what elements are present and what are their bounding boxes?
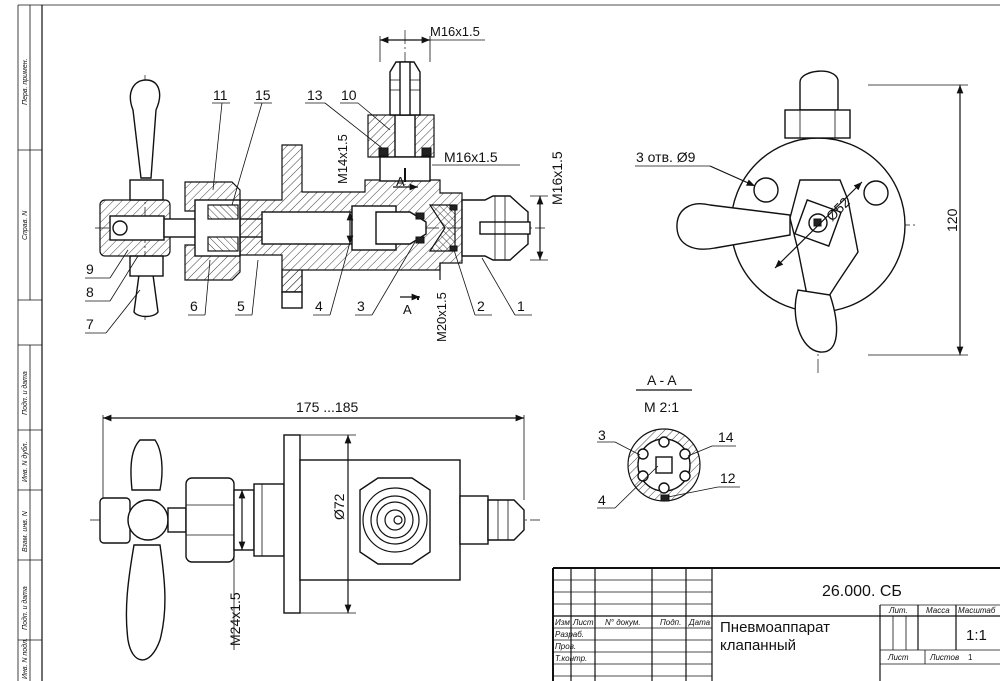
hdr-lit: Лит. — [888, 606, 908, 615]
side-view: 120 Ø52 3 отв. Ø9 — [635, 70, 968, 375]
thread-right-upper-label: M16x1.5 — [444, 149, 498, 165]
row-prov: Пров. — [555, 642, 576, 651]
part-number: 13 — [307, 87, 323, 103]
part-number: 3 — [357, 298, 365, 314]
part-number: 2 — [477, 298, 485, 314]
col-izm: Изм — [555, 618, 570, 627]
row-tkontr: Т.контр. — [555, 654, 587, 663]
drawing-name-line2: клапанный — [720, 637, 796, 654]
side-stamp-label: Перв. примен. — [22, 58, 29, 105]
part-number: 15 — [255, 87, 271, 103]
side-stamp-label: Инв. N дубл. — [21, 441, 29, 482]
part-number: 10 — [341, 87, 357, 103]
col-podp: Подп. — [660, 618, 681, 627]
main-section-view: A A M16x1.5 M16x1.5 M16x1.5 M14x1.5 M20x… — [85, 24, 565, 342]
hdr-masshtab: Масштаб — [958, 606, 996, 615]
part-number: 4 — [315, 298, 323, 314]
side-stamp-label: Инв. N подл. — [21, 638, 29, 679]
thread-top-label: M16x1.5 — [430, 24, 480, 39]
title-block: 26.000. СБ Пневмоаппарат клапанный 1:1 И… — [552, 567, 1000, 681]
drawing-name-line1: Пневмоаппарат — [720, 619, 830, 636]
flange-diameter-label: Ø72 — [331, 493, 347, 520]
thread-vertical-right-label: M16x1.5 — [549, 151, 565, 205]
thread-m20-label: M20x1.5 — [434, 292, 449, 342]
part-number: 1 — [517, 298, 525, 314]
thread-m14-label: M14x1.5 — [335, 134, 350, 184]
section-a-a: A - A M 2:1 3 4 14 12 — [597, 372, 740, 509]
section-mark-top: A — [396, 174, 405, 189]
thread-m24-label: M24x1.5 — [227, 592, 243, 646]
section-part-number: 14 — [718, 429, 734, 445]
part-number: 8 — [86, 284, 94, 300]
section-part-number: 4 — [598, 492, 606, 508]
col-data: Дата — [688, 618, 711, 627]
side-stamp-label: Подп. и дата — [21, 371, 29, 415]
col-dokum: N° докум. — [605, 618, 641, 627]
side-stamp-label: Взам. инв. N — [22, 510, 29, 552]
footer-listov-num: 1 — [968, 653, 973, 662]
height-120-label: 120 — [944, 208, 960, 232]
part-number: 9 — [86, 261, 94, 277]
holes-label: 3 отв. Ø9 — [636, 149, 696, 165]
sheet-frame — [17, 4, 1000, 681]
part-number: 5 — [237, 298, 245, 314]
side-stamp: Перв. примен. Справ. N Подп. и дата Инв.… — [21, 58, 29, 679]
bottom-view: 175 ...185 Ø72 M24x1.5 — [90, 399, 540, 661]
part-number: 7 — [86, 316, 94, 332]
side-stamp-label: Подп. и дата — [21, 586, 29, 630]
drawing-scale: 1:1 — [966, 627, 987, 644]
side-stamp-label: Справ. N — [22, 210, 29, 240]
footer-list: Лист — [887, 653, 909, 662]
part-callouts-main: 11 15 13 10 9 8 7 6 5 4 3 2 1 — [85, 87, 532, 334]
section-title: A - A — [647, 372, 677, 388]
drawing-code: 26.000. СБ — [822, 583, 902, 600]
hdr-massa: Масса — [926, 606, 950, 615]
section-scale: M 2:1 — [644, 399, 679, 415]
row-razrab: Разраб. — [555, 630, 584, 639]
section-mark-bottom: A — [403, 302, 412, 317]
part-number: 6 — [190, 298, 198, 314]
col-list: Лист — [572, 618, 594, 627]
section-part-number: 3 — [598, 427, 606, 443]
part-number: 11 — [213, 87, 228, 103]
overall-length-label: 175 ...185 — [296, 399, 358, 415]
section-part-number: 12 — [720, 470, 736, 486]
footer-listov: Листов — [929, 653, 959, 662]
